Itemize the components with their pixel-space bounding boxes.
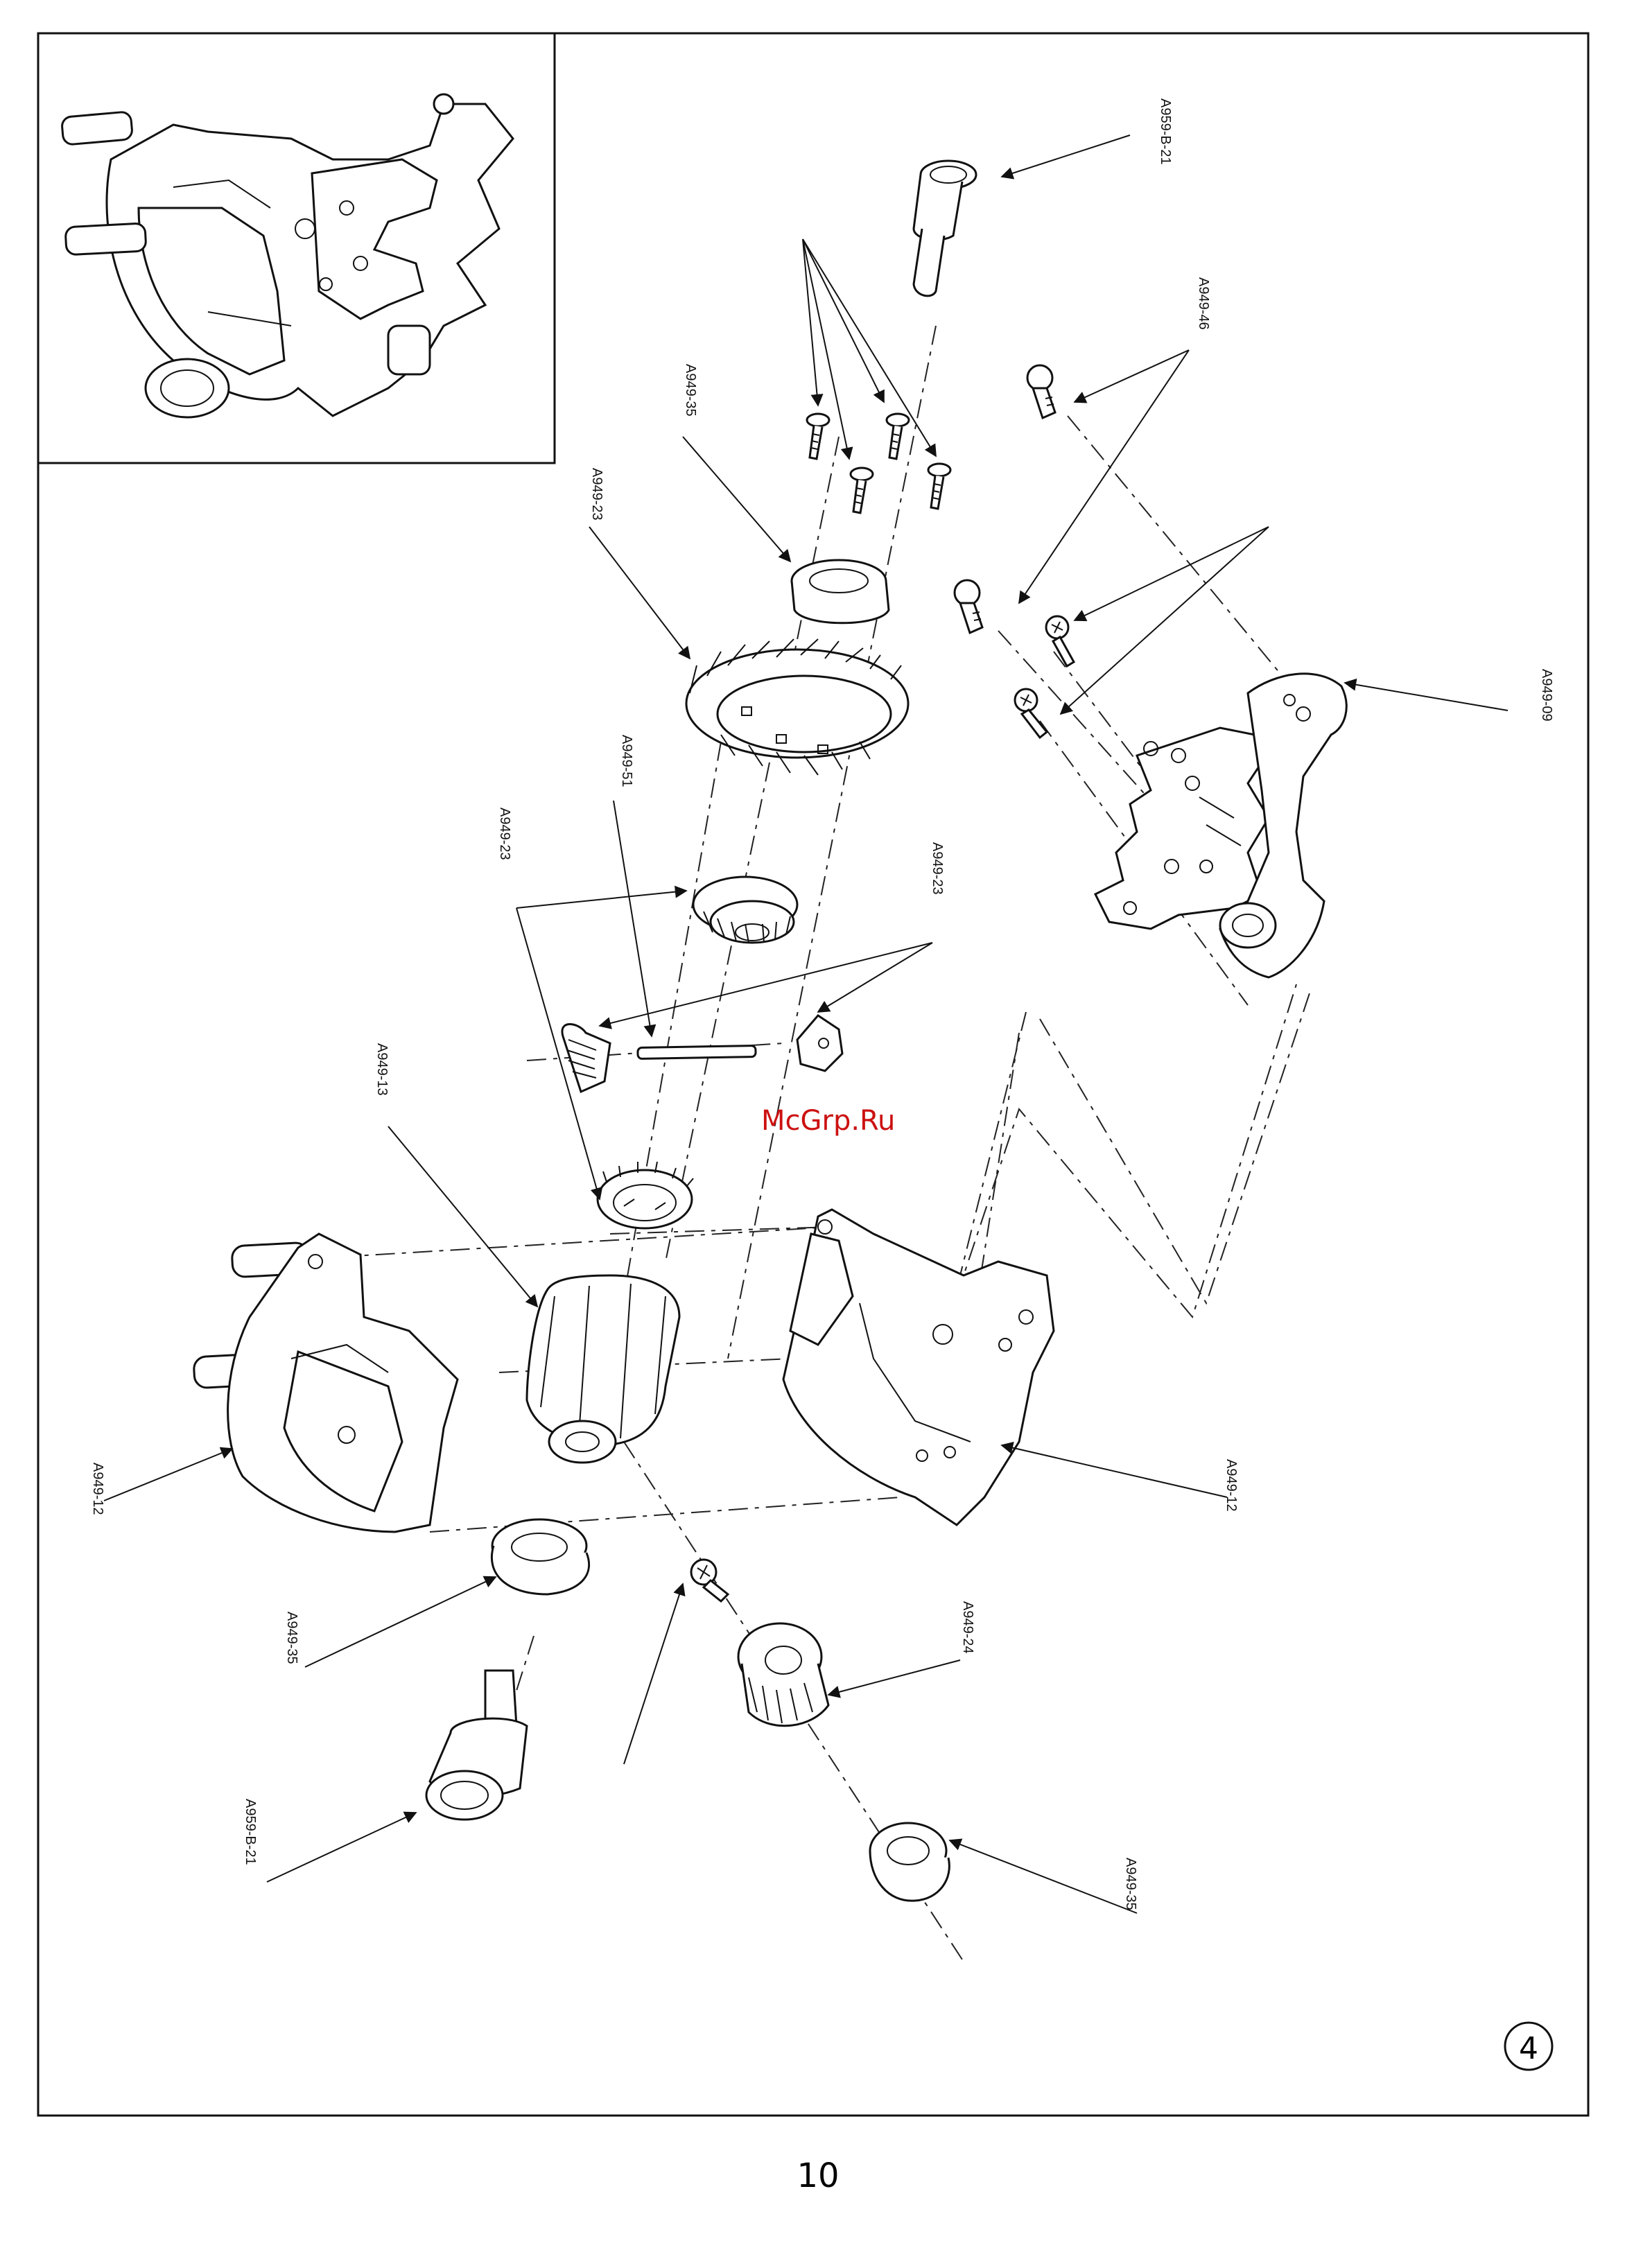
- ring-gear: [686, 639, 908, 775]
- spider-gear-set: [562, 1015, 842, 1092]
- step-number: 4: [1519, 2031, 1538, 2066]
- side-gear-lower: [598, 1162, 693, 1228]
- label-a949-12-right: A949-12: [1224, 1459, 1239, 1512]
- label-a949-35-top: A949-35: [683, 364, 698, 417]
- screws-top: [807, 414, 950, 513]
- bushing-bottom: [870, 1823, 949, 1901]
- label-a949-35-left: A949-35: [284, 1612, 299, 1664]
- side-gear-upper: [693, 877, 797, 943]
- output-cup-bottom: [426, 1671, 527, 1820]
- diff-case: [527, 1275, 679, 1463]
- bushing-top: [792, 560, 889, 623]
- assembled-housing-view: [61, 94, 513, 417]
- label-a949-23-top: A949-23: [589, 468, 605, 521]
- label-a949-51: A949-51: [619, 735, 634, 787]
- label-a949-24: A949-24: [960, 1601, 975, 1654]
- housing-right: [783, 1210, 1054, 1525]
- watermark-text: McGrp.Ru: [761, 1105, 895, 1137]
- label-a949-23-left: A949-23: [497, 808, 512, 860]
- label-a959-b-21-bottom: A959-B-21: [243, 1799, 258, 1865]
- page-number: 10: [797, 2156, 839, 2195]
- label-a949-13: A949-13: [374, 1043, 390, 1096]
- bushing-left: [492, 1519, 589, 1594]
- label-a959-b-21-top: A959-B-21: [1158, 98, 1173, 165]
- step-number-badge: 4: [1505, 2023, 1552, 2070]
- label-a949-35-bottom: A949-35: [1123, 1858, 1138, 1910]
- label-a949-12-left: A949-12: [90, 1463, 105, 1515]
- ball-studs: [955, 365, 1074, 738]
- housing-left: [193, 1234, 458, 1532]
- label-a949-09: A949-09: [1539, 669, 1554, 722]
- screw-lower: [691, 1560, 728, 1601]
- output-cup-top: [914, 161, 976, 296]
- pinion-gear: [738, 1623, 828, 1726]
- label-a949-46: A949-46: [1196, 277, 1211, 330]
- label-a949-23-right: A949-23: [930, 842, 945, 895]
- bracket-a949-09: [1095, 674, 1346, 977]
